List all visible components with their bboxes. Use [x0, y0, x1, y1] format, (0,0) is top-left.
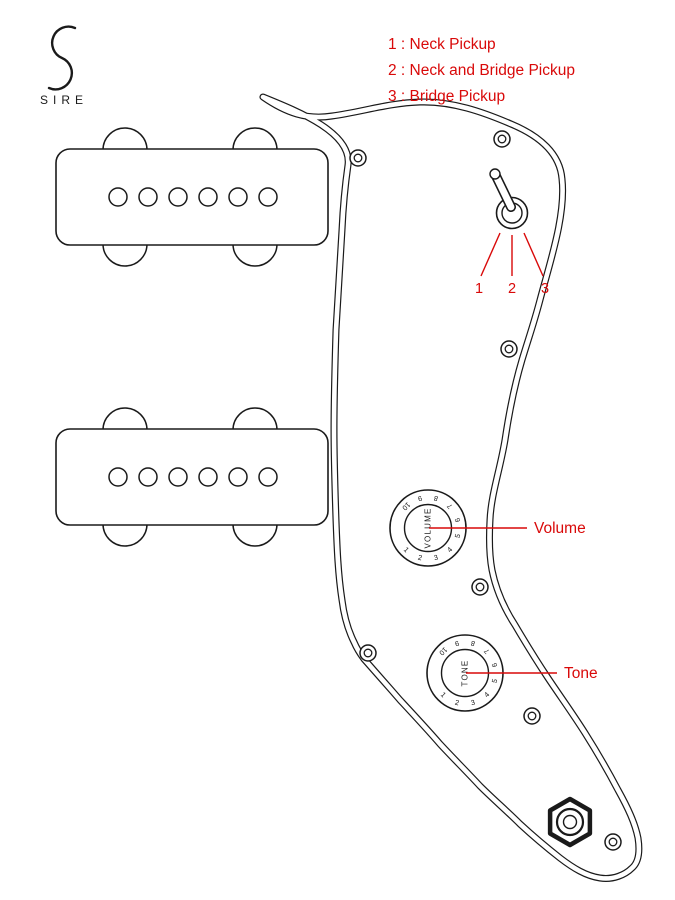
knob-scale-number: 7 [445, 502, 454, 511]
knob-scale-number: 5 [490, 678, 500, 684]
screw-hole [523, 707, 541, 725]
knob-scale-number: 2 [454, 698, 460, 708]
pickguard-inner-line [260, 94, 642, 881]
knob-scale-number: 7 [482, 647, 491, 656]
pole-piece [198, 187, 218, 207]
output-jack [547, 796, 593, 848]
volume-callout-label: Volume [534, 520, 586, 537]
pole-piece [168, 187, 188, 207]
pole-piece [258, 467, 278, 487]
knob-scale-number: 1 [402, 545, 411, 554]
selector-position-1: 1 [475, 281, 483, 297]
pole-piece [108, 187, 128, 207]
pole-piece [168, 467, 188, 487]
selector-position-2: 2 [508, 281, 516, 297]
screw-hole [493, 130, 511, 148]
tone-dial-label: TONE [461, 660, 470, 687]
screw-hole [471, 578, 489, 596]
legend-item-3: 3 : Bridge Pickup [388, 88, 505, 105]
pole-piece [228, 187, 248, 207]
pole-piece [198, 467, 218, 487]
knob-scale-number: 9 [454, 639, 460, 649]
pickup-selector-legend: 1 : Neck Pickup 2 : Neck and Bridge Pick… [388, 36, 575, 105]
switch-lever-tip [489, 168, 501, 180]
pole-piece [138, 187, 158, 207]
screw-hole [349, 149, 367, 167]
pole-piece [108, 467, 128, 487]
pickup-body [55, 148, 329, 246]
neck-pickup [55, 127, 329, 267]
knob-scale-number: 4 [445, 545, 454, 554]
volume-dial-label: VOLUME [424, 508, 433, 549]
screw-hole [500, 340, 518, 358]
pickup-selector-switch [489, 168, 529, 230]
knob-scale-number: 2 [417, 553, 423, 563]
sire-logo-text: SIRE [40, 93, 88, 107]
jack-ring [555, 807, 585, 837]
pickguard [259, 93, 643, 882]
knob-scale-number: 5 [453, 533, 463, 539]
tone-callout-label: Tone [564, 665, 598, 682]
selector-callout-line-1 [480, 232, 501, 277]
switch-lever-fill [492, 172, 515, 211]
legend-item-2: 2 : Neck and Bridge Pickup [388, 62, 575, 79]
knob-scale-number: 3 [470, 698, 476, 708]
selector-position-3: 3 [541, 281, 549, 297]
screw-hole [359, 644, 377, 662]
knob-scale-number: 6 [490, 662, 500, 668]
jack-hole [562, 814, 578, 830]
knob-scale-number: 1 [439, 690, 448, 699]
switch-bezel [495, 196, 529, 230]
pole-piece [258, 187, 278, 207]
screw-hole [604, 833, 622, 851]
sire-logo: SIRE [40, 25, 88, 107]
knob-scale-number: 8 [470, 639, 476, 649]
legend-item-1: 1 : Neck Pickup [388, 36, 496, 53]
selector-callout-line-3 [523, 232, 544, 277]
selector-callouts: 1 2 3 [475, 232, 549, 297]
knob-scale-number: 3 [433, 553, 439, 563]
sire-logo-mark [47, 25, 77, 91]
pole-piece [228, 467, 248, 487]
knob-scale-number: 6 [453, 517, 463, 523]
pickup-body [55, 428, 329, 526]
knob-scale-number: 9 [417, 494, 423, 504]
bridge-pickup [55, 407, 329, 547]
pole-piece [138, 467, 158, 487]
screw-holes [349, 130, 622, 851]
jack-nut [547, 796, 593, 848]
knob-scale-number: 4 [482, 690, 491, 699]
knob-scale-number: 8 [433, 494, 439, 504]
